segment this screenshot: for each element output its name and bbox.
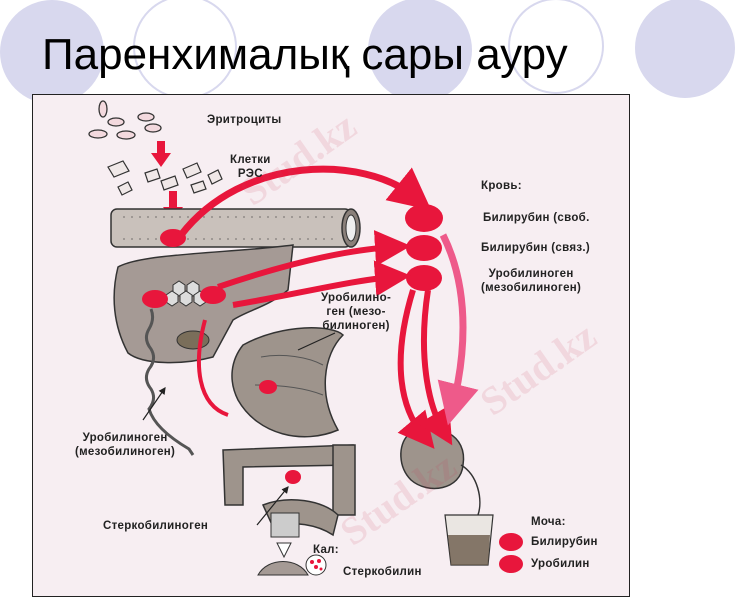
res-cells-icon bbox=[107, 160, 223, 196]
label-blood-bilirubin-bound: Билирубин (связ.) bbox=[481, 242, 590, 254]
blood-vessel-icon bbox=[110, 208, 361, 248]
urine-glass-icon bbox=[444, 514, 494, 566]
label-blood-header: Кровь: bbox=[481, 180, 522, 192]
label-stercobilin: Стеркобилин bbox=[343, 566, 422, 578]
label-portal-urobilinogen-line1: Уробилиноген bbox=[82, 432, 168, 444]
bilirubin-metabolism-illustration bbox=[88, 100, 523, 576]
rectum-icon bbox=[257, 512, 309, 576]
slide-title: Паренхималық сары ауру bbox=[42, 30, 568, 79]
label-stercobilinogen: Стеркобилиноген bbox=[103, 520, 209, 532]
label-res-cells: Клетки РЭС bbox=[230, 153, 271, 181]
label-feces-header: Кал: bbox=[313, 544, 339, 556]
label-intestine-urobilinogen: Уробилино- ген (мезо- билиноген) bbox=[321, 291, 391, 333]
duodenum-icon bbox=[231, 327, 345, 438]
label-blood-urobilinogen-line2: (мезобилиноген) bbox=[481, 282, 582, 294]
decor-circle-5 bbox=[635, 0, 735, 98]
label-intestine-urobilinogen-line2: ген (мезо- bbox=[326, 306, 386, 318]
decor-circle-1 bbox=[0, 0, 104, 104]
label-portal-urobilinogen-line2: (мезобилиноген) bbox=[75, 446, 176, 458]
label-urine-bilirubin: Билирубин bbox=[531, 536, 598, 548]
label-blood-bilirubin-free: Билирубин (своб. bbox=[483, 212, 590, 224]
label-intestine-urobilinogen-line1: Уробилино- bbox=[321, 292, 392, 304]
colon-icon bbox=[222, 444, 356, 537]
label-res-cells-line2: РЭС bbox=[237, 168, 263, 180]
decor-circle-3 bbox=[368, 0, 472, 102]
label-blood-urobilinogen: Уробилиноген (мезобилиноген) bbox=[481, 267, 581, 295]
label-urine-urobilin: Уробилин bbox=[531, 558, 590, 570]
label-intestine-urobilinogen-line3: билиноген) bbox=[322, 320, 390, 332]
label-urine-header: Моча: bbox=[531, 516, 566, 528]
label-blood-urobilinogen-line1: Уробилиноген bbox=[488, 268, 574, 280]
decor-circle-4 bbox=[508, 0, 604, 94]
label-res-cells-line1: Клетки bbox=[230, 154, 271, 166]
label-erythrocytes: Эритроциты bbox=[207, 114, 282, 126]
erythrocytes-icon bbox=[88, 100, 162, 140]
diagram-frame: Stud.kz Stud.kz Stud.kz Эритроциты Клетк… bbox=[32, 94, 630, 597]
label-portal-urobilinogen: Уробилиноген (мезобилиноген) bbox=[75, 431, 175, 459]
